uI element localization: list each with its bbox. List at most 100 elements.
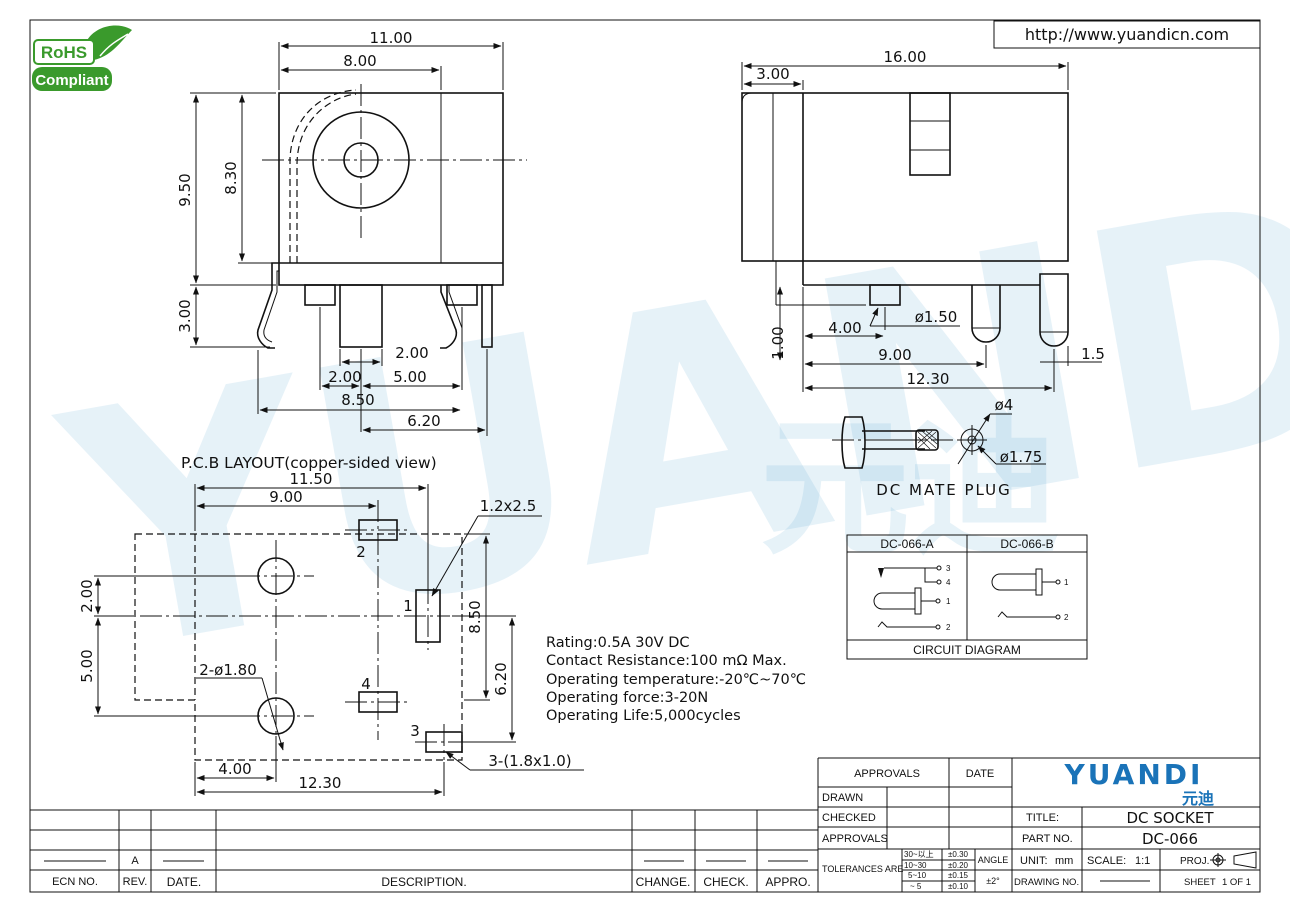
tb-scale-value: 1:1: [1135, 855, 1150, 867]
tb-title-value: DC SOCKET: [1126, 809, 1214, 827]
rohs-logo: RoHS Compliant: [32, 25, 132, 91]
pcb-pad-callout: 3-(1.8x1.0): [488, 752, 571, 770]
a-pin-1: 1: [946, 597, 951, 606]
tb-proj-label: PROJ.: [1180, 856, 1209, 867]
a-pin-2: 2: [946, 623, 951, 632]
tb-checked: CHECKED: [822, 812, 876, 824]
pcb-pin-3: 3: [410, 722, 420, 740]
dim-side-front: 3.00: [756, 65, 789, 83]
tol-range-3: ~ 5: [910, 882, 922, 891]
specs: Rating:0.5A 30V DC Contact Resistance:10…: [546, 635, 806, 724]
b-pin-2: 2: [1064, 613, 1069, 622]
dim-side-400: 4.00: [828, 319, 861, 337]
tb-tolerances: TOLERANCES ARE: [822, 864, 903, 874]
tb-scale-label: SCALE:: [1087, 855, 1126, 867]
pcb-dim-1230: 12.30: [299, 774, 342, 792]
rev-desc-head: DESCRIPTION.: [381, 875, 466, 889]
spec-temperature: Operating temperature:-20℃~70℃: [546, 672, 806, 688]
dim-pin-width: 2.00: [395, 344, 428, 362]
dim-side-1230: 12.30: [907, 370, 950, 388]
tb-unit-value: mm: [1055, 855, 1073, 867]
rev-value: A: [131, 855, 139, 867]
tb-date-head: DATE: [966, 768, 995, 780]
circuit-caption: CIRCUIT DIAGRAM: [913, 643, 1021, 657]
tb-angle-value: ±2°: [986, 876, 1000, 886]
dim-side-100: 1.00: [769, 326, 787, 359]
rev-change-head: CHANGE.: [636, 875, 691, 889]
plug-d-outer: ø4: [995, 396, 1014, 414]
tb-unit-label: UNIT:: [1020, 855, 1048, 867]
pcb-pin-2: 2: [356, 543, 366, 561]
side-dimensions: 16.00 3.00 1.00 4.00 ø1.50 9.00 12.30 1.…: [741, 48, 1105, 392]
leaf-icon: [86, 25, 132, 60]
rev-appro-head: APPRO.: [765, 875, 810, 889]
dim-pitch-left: 2.00: [328, 368, 361, 386]
rev-date-head: DATE.: [167, 875, 201, 889]
tb-part-label: PART NO.: [1022, 833, 1073, 845]
dim-side-900: 9.00: [878, 346, 911, 364]
dim-span-850: 8.50: [341, 391, 374, 409]
spec-force: Operating force:3-20N: [546, 690, 708, 706]
pcb-dim-900: 9.00: [269, 488, 302, 506]
dim-pin-length: 3.00: [176, 299, 194, 332]
tb-approvals-head: APPROVALS: [854, 768, 920, 780]
tb-drawing-label: DRAWING NO.: [1014, 877, 1079, 888]
pcb-dim-400: 4.00: [218, 760, 251, 778]
a-pin-3: 3: [946, 564, 951, 573]
front-hidden-arc: [296, 93, 357, 263]
dim-height-overall: 9.50: [176, 173, 194, 206]
circuit-col-a: DC-066-A: [880, 537, 933, 551]
tb-logo: YUANDI: [1064, 758, 1204, 791]
revision-table: A ECN NO. REV. DATE. DESCRIPTION. CHANGE…: [30, 758, 819, 892]
pcb-pin-4: 4: [361, 675, 371, 693]
url-box: http://www.yuandicn.com: [993, 20, 1261, 49]
dim-side-length: 16.00: [884, 48, 927, 66]
pcb-dim-1150: 11.50: [290, 470, 333, 488]
spec-life: Operating Life:5,000cycles: [546, 708, 741, 724]
tol-value-0: ±0.30: [948, 850, 969, 859]
side-body-outline: [741, 92, 1069, 262]
rev-check-head: CHECK.: [703, 875, 748, 889]
tol-range-0: 30~以上: [904, 850, 934, 859]
dim-pitch-right: 5.00: [393, 368, 426, 386]
dim-height-inner: 8.30: [222, 161, 240, 194]
circuit-col-b: DC-066-B: [1000, 537, 1053, 551]
tol-range-2: 5~10: [908, 871, 927, 880]
tb-angle: ANGLE: [978, 855, 1009, 865]
pcb-pin-1: 1: [403, 597, 413, 615]
compliant-text: Compliant: [35, 72, 108, 89]
tb-sheet-label: SHEET: [1184, 877, 1216, 888]
front-body-outline: [278, 92, 504, 286]
spec-rating: Rating:0.5A 30V DC: [546, 635, 690, 651]
rev-rev-head: REV.: [123, 876, 148, 888]
side-view: [741, 92, 1069, 347]
tb-approvals: APPROVALS: [822, 833, 888, 845]
pcb-layout: P.C.B LAYOUT(copper-sided view) 2 1 4 3: [134, 454, 470, 761]
front-dimensions: 11.00 8.00 9.50 8.30 3.00 2.00 2.00 5.00…: [176, 29, 504, 436]
b-pin-1: 1: [1064, 578, 1069, 587]
tol-value-1: ±0.20: [948, 861, 969, 870]
url-text: http://www.yuandicn.com: [1025, 25, 1229, 44]
tol-value-2: ±0.15: [948, 871, 969, 880]
pcb-dim-620: 6.20: [492, 662, 510, 695]
dim-span-620: 6.20: [407, 412, 440, 430]
rev-ecn-head: ECN NO.: [52, 876, 98, 888]
tol-range-1: 10~30: [904, 861, 927, 870]
pcb-dim-500: 5.00: [78, 649, 96, 682]
tb-title-label: TITLE:: [1026, 812, 1059, 824]
tb-logo-cn: 元迪: [1182, 789, 1214, 808]
spec-contact: Contact Resistance:100 mΩ Max.: [546, 653, 787, 669]
tb-drawn: DRAWN: [822, 792, 863, 804]
tb-part-value: DC-066: [1142, 830, 1198, 848]
pcb-outline: [134, 533, 463, 761]
plug-d-inner: ø1.75: [1000, 448, 1043, 466]
pcb-dimensions: 11.50 9.00 1.2x2.5 8.50 6.20 2.00 5.00 2…: [78, 470, 584, 796]
dim-side-pindia: ø1.50: [915, 308, 958, 326]
tol-value-3: ±0.10: [948, 882, 969, 891]
dim-width-overall: 11.00: [370, 29, 413, 47]
pcb-pad-size: 1.2x2.5: [480, 497, 537, 515]
projection-icon: [1210, 851, 1257, 869]
pcb-title: P.C.B LAYOUT(copper-sided view): [181, 454, 437, 472]
title-block: APPROVALS DATE DRAWN CHECKED APPROVALS T…: [818, 757, 1260, 892]
